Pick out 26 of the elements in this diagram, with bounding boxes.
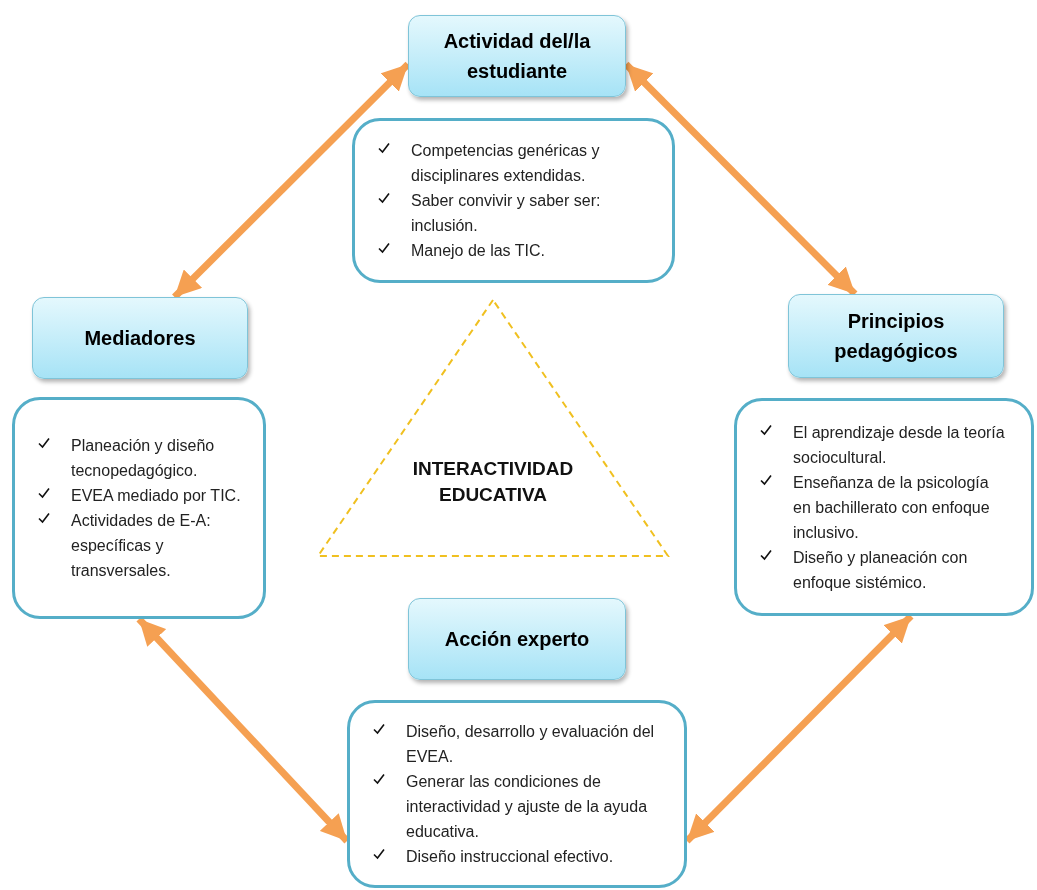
triangle xyxy=(316,298,670,558)
header-text: Acción experto xyxy=(444,627,590,652)
list-box xyxy=(347,700,687,888)
header-box xyxy=(788,294,1004,378)
header-box xyxy=(32,297,248,379)
list-item: Diseño, desarrollo y evaluación del EVEA. xyxy=(406,722,656,767)
header-box xyxy=(408,598,626,680)
list-item: Planeación y diseño tecnopedagógico. xyxy=(71,436,216,481)
header-text: Mediadores xyxy=(84,326,196,351)
list-item: Competencias genéricas y disciplinares extendidas. xyxy=(411,141,601,186)
list-item: Enseñanza de la psicología en bachillerato con enfoque inclusivo. xyxy=(793,472,991,543)
list-item: Diseño instruccional efectivo. xyxy=(406,847,615,867)
list-box xyxy=(352,118,675,283)
list-item: EVEA mediado por TIC. xyxy=(71,486,241,506)
list-item: Generar las condiciones de interactividad y ajuste de la ayuda educativa. xyxy=(406,772,649,842)
list-item: El aprendizaje desde la teoría sociocultural. xyxy=(793,422,1006,468)
list-item: Manejo de las TIC. xyxy=(411,241,546,261)
list-item: Saber convivir y saber ser: inclusión. xyxy=(411,191,602,236)
list-item: Diseño y planeación con enfoque sistémico. xyxy=(793,547,969,593)
list-box xyxy=(12,397,266,619)
list-item: Actividades de E-A: específicas y transversales. xyxy=(71,511,212,581)
center-label: INTERACTIVIDAD EDUCATIVA xyxy=(411,457,575,507)
header-box xyxy=(408,15,626,97)
list-box xyxy=(734,398,1034,616)
header-text: Principios pedagógicos xyxy=(833,309,959,364)
header-text: Actividad del/la estudiante xyxy=(442,29,592,84)
